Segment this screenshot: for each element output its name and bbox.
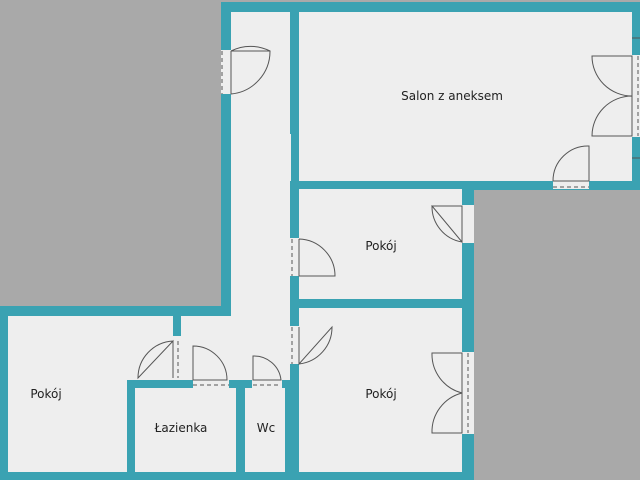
gap-left-room xyxy=(173,336,181,380)
wall-left-room-right xyxy=(173,316,181,336)
wall-bath-wc xyxy=(236,380,245,480)
gap-lower-left xyxy=(290,326,299,364)
floor-room-lower xyxy=(299,308,462,472)
label-wc: Wc xyxy=(257,421,275,435)
wall-salon-bottom xyxy=(290,181,474,189)
door-mid-left xyxy=(298,238,336,277)
gap-mid-right xyxy=(462,205,474,243)
gap-hall-top xyxy=(221,50,231,94)
doors xyxy=(137,45,639,434)
door-salon-right-upper xyxy=(591,55,633,97)
door-lower-left xyxy=(298,325,333,366)
label-pokoj-left: Pokój xyxy=(30,387,61,401)
door-salon-bottom xyxy=(552,145,590,182)
gap-lower-right xyxy=(462,352,474,434)
gap-lazienka xyxy=(193,380,229,388)
door-hall-top-swing xyxy=(230,50,271,95)
door-mid-right xyxy=(430,205,463,244)
floors xyxy=(8,12,632,472)
door-salon-right-lower xyxy=(591,95,633,137)
floor-wc xyxy=(245,388,285,472)
door-lower-right-upper xyxy=(431,352,463,394)
label-pokoj-lower: Pokój xyxy=(365,387,396,401)
gap-mid-left xyxy=(290,238,299,276)
door-lower-right-lower xyxy=(431,392,463,434)
wall-bath-left xyxy=(127,380,135,480)
door-lazienka xyxy=(192,345,228,381)
window-ticks xyxy=(632,37,640,159)
label-lazienka: Łazienka xyxy=(154,421,208,435)
floor-room-left-ext xyxy=(8,316,173,378)
door-left-room xyxy=(137,339,174,380)
floor-room-mid xyxy=(299,189,462,299)
floor-lazienka xyxy=(135,388,236,472)
gap-wc xyxy=(252,380,282,388)
wall-rooms-divider xyxy=(290,299,474,308)
gap-salon-bottom xyxy=(553,181,589,189)
label-salon: Salon z aneksem xyxy=(401,89,503,103)
label-pokoj-mid: Pokój xyxy=(365,239,396,253)
wall-wc-right xyxy=(285,380,294,480)
door-gaps xyxy=(173,50,640,434)
door-wc xyxy=(252,355,282,381)
floor-salon xyxy=(299,12,632,181)
door-mid-right-arc xyxy=(431,205,463,243)
room-labels: Salon z aneksem Pokój Pokój Pokój Łazien… xyxy=(30,89,503,435)
gap-salon-right xyxy=(632,55,640,137)
wall-hall-salon xyxy=(290,12,299,134)
